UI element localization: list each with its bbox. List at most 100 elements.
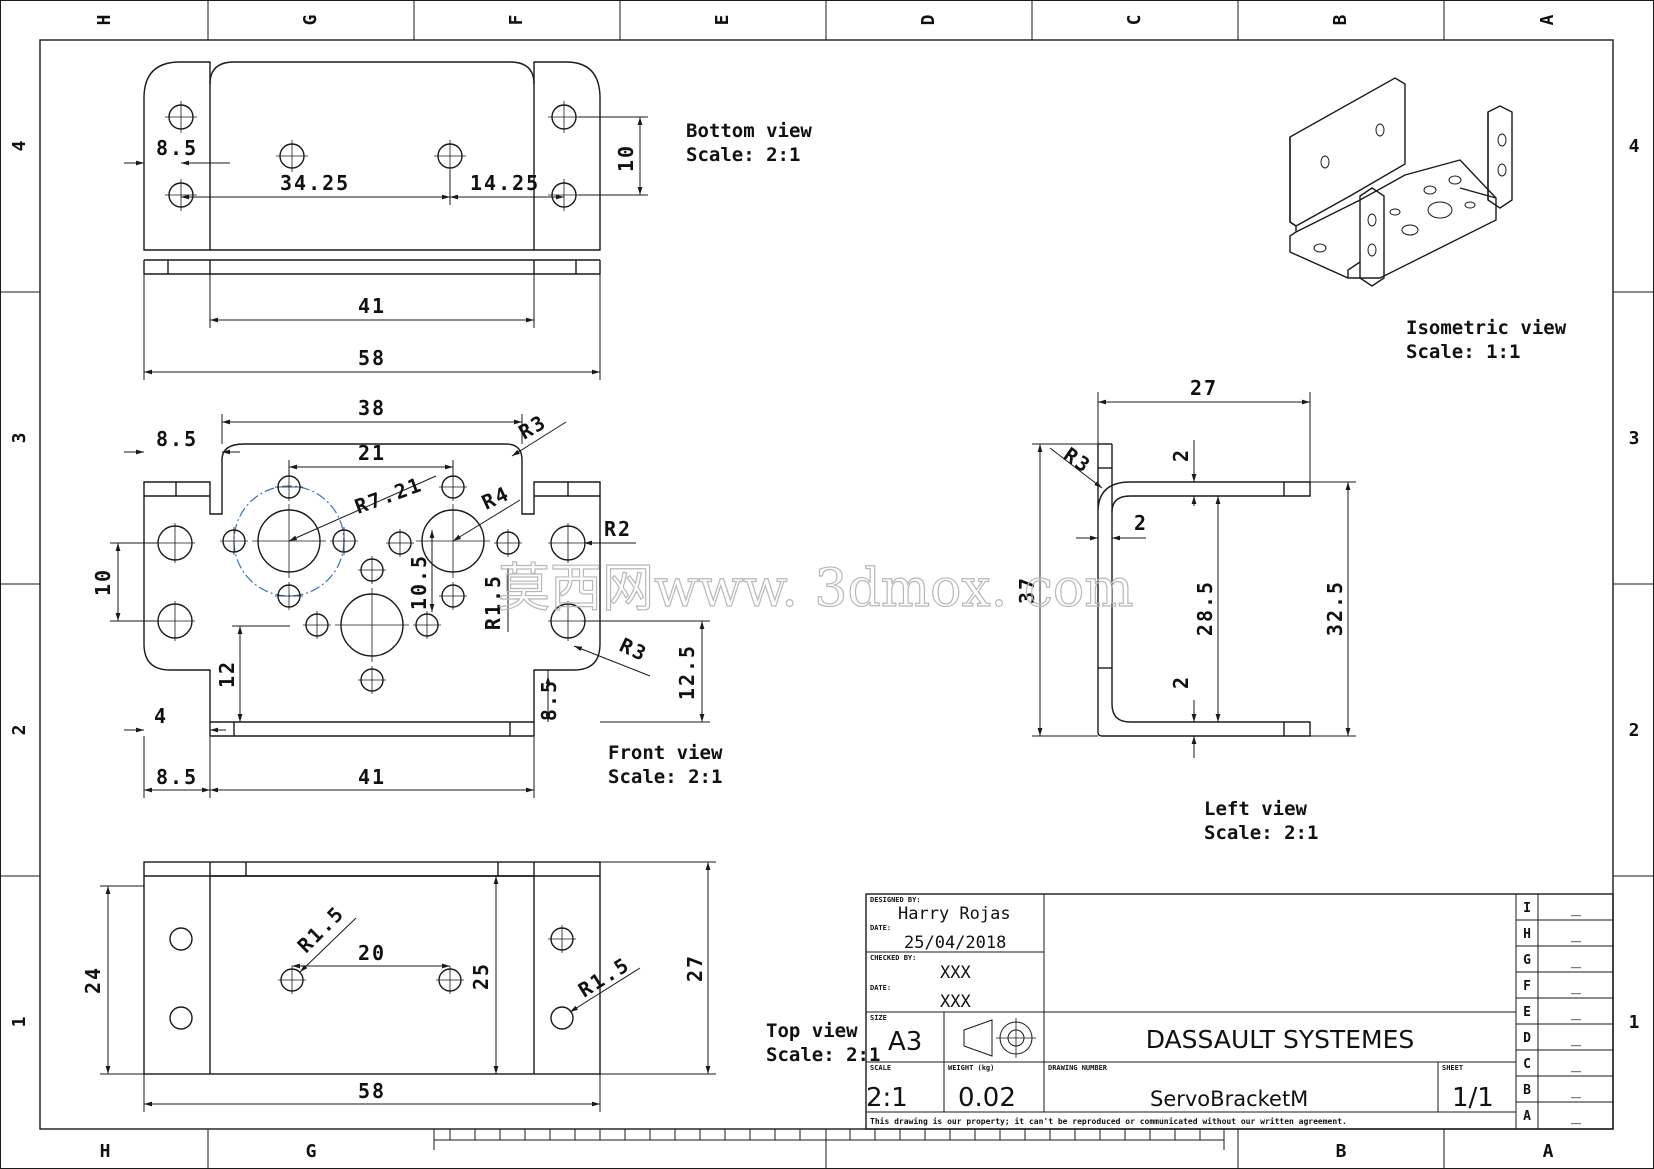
dim-label: 2 [1134,511,1148,535]
dim-label: R7.21 [352,472,426,519]
bottom-view-scale: Scale: 2:1 [686,144,800,166]
hole [413,611,441,639]
dim-label: 2 [1169,448,1193,462]
dim-label: 21 [358,441,386,465]
dim-label: R2 [604,517,632,541]
sheet-number: 1/1 [1452,1083,1494,1113]
revision-letter: I [1523,901,1531,916]
dim-label: 41 [358,294,386,318]
checked-date: XXX [940,992,971,1012]
dim-label: R1.5 [481,574,505,630]
hole [439,473,467,501]
date-label: DATE: [870,924,891,932]
dim-label: 20 [358,941,386,965]
revision-value: _ [1571,1079,1582,1099]
scale-label: SCALE [870,1064,891,1072]
revision-value: _ [1571,1001,1582,1021]
top-view: R1.5 20 R1.5 24 25 27 58 [81,861,716,1112]
zone-label: C [1124,15,1145,26]
dim-label: 12.5 [675,644,699,700]
dim-label: 10 [91,568,115,596]
revision-letter: F [1523,979,1531,994]
zone-label: F [506,15,527,26]
zone-label: H [100,1141,111,1162]
revision-letter: B [1523,1083,1531,1098]
hole [548,925,576,953]
hole [548,523,588,563]
revision-value: _ [1571,1053,1582,1073]
zone-label: 4 [1629,136,1640,157]
revision-letter: G [1523,953,1531,968]
isometric-view-scale: Scale: 1:1 [1406,341,1520,363]
revision-letter: E [1523,1005,1531,1020]
dim-label: 41 [358,765,386,789]
hole [358,666,386,694]
bottom-view: 8.5 34.25 14.25 10 41 58 [124,61,648,380]
top-view-label: Top view [766,1020,858,1042]
hole [335,588,409,662]
zone-label: 1 [1629,1012,1640,1033]
zone-label: B [1330,14,1351,25]
hole [494,529,522,557]
dim-label: 8.5 [537,679,561,721]
zone-label: 1 [9,1017,30,1028]
zone-labels-left: 4 3 2 1 [9,140,30,1027]
dim-label: 12 [215,660,239,688]
revision-table: I H G F E D C B A _ _ _ _ _ _ _ _ _ [1523,897,1582,1125]
zone-label: 3 [1629,428,1640,449]
revision-letter: H [1523,927,1531,942]
checked-by-label: CHECKED BY: [870,954,916,962]
designer-name: Harry Rojas [898,904,1011,924]
dim-label: 34.25 [280,171,350,195]
left-view: 27 R3 2 2 37 28.5 32.5 2 [1015,376,1356,758]
dim-label: 58 [358,346,386,370]
weight-label: WEIGHT (kg) [948,1064,994,1072]
zone-label: G [300,15,321,26]
hole [275,582,303,610]
zone-label: 2 [9,725,30,736]
hole [169,927,193,951]
title-block [865,893,1614,1130]
dim-label: 14.25 [470,171,540,195]
zone-label: A [1543,1141,1554,1162]
dim-label: 27 [1190,376,1218,400]
dim-label: R1.5 [574,952,634,1002]
hole [548,101,580,133]
dim-label: 24 [81,966,105,994]
hole [303,611,331,639]
dim-label: 10.5 [407,554,431,610]
hole [550,1006,574,1030]
hole [439,582,467,610]
watermark: 莫西网www. 3dmox. com [498,559,1134,619]
bottom-view-label: Bottom view [686,120,812,142]
hole [278,966,306,994]
dim-label: 25 [469,962,493,990]
isometric-view-label: Isometric view [1406,317,1567,339]
zone-label: H [94,15,115,26]
zone-label: D [918,14,939,25]
drawing-scale: 2:1 [866,1083,908,1113]
dim-label: 10 [614,144,638,172]
dim-label: 8.5 [156,765,198,789]
checked-by-value: XXX [940,963,971,983]
hole [276,140,308,172]
company-name: DASSAULT SYSTEMES [1146,1025,1415,1054]
revision-value: _ [1571,1105,1582,1125]
dim-label: 58 [358,1079,386,1103]
revision-letter: D [1523,1031,1531,1046]
dim-label: 28.5 [1193,580,1217,636]
hole [155,523,195,563]
size-label: SIZE [870,1014,887,1022]
zone-label: 3 [9,433,30,444]
hole [169,1006,193,1030]
zone-label: B [1336,1141,1347,1162]
hole [165,101,197,133]
hole [275,473,303,501]
zone-labels-right: 4 3 2 1 [1629,136,1640,1033]
zone-label: 2 [1629,720,1640,741]
hole [386,529,414,557]
zone-label: G [306,1141,317,1162]
left-view-label: Left view [1204,798,1308,820]
dim-label: 32.5 [1323,580,1347,636]
